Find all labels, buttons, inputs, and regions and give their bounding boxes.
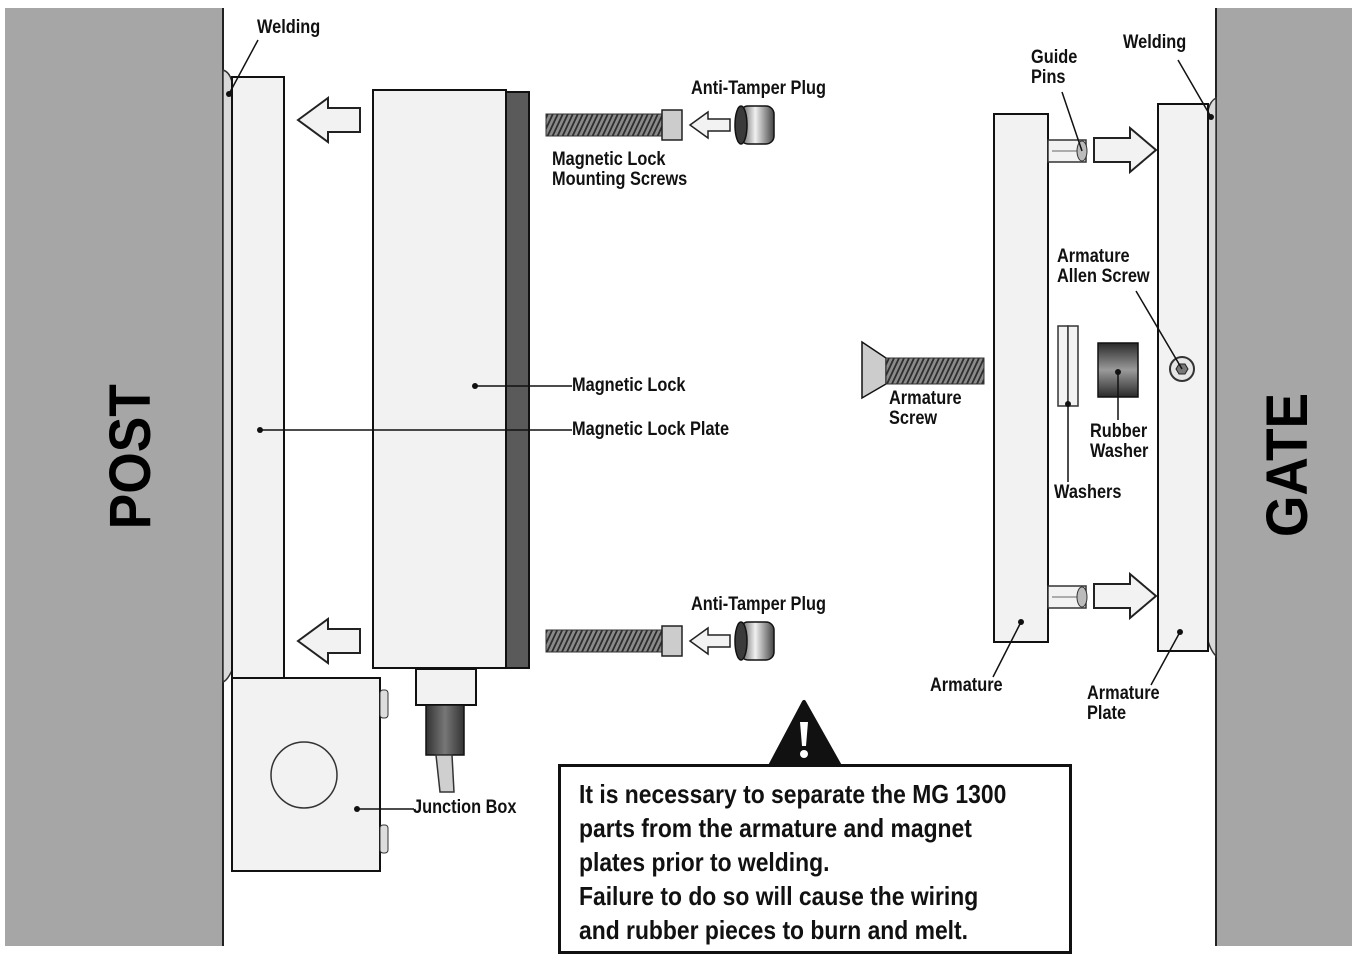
anti-tamper-plug-top [734,105,775,145]
gate-label: GATE [1255,392,1320,538]
warning-line: Failure to do so will cause the wiring [579,881,979,911]
arrow-right-top [1093,125,1158,175]
label-rubber-washer: Rubber Washer [1090,421,1149,462]
mounting-screw-bottom [545,629,663,653]
post-label: POST [98,384,163,530]
arrow-left-top [296,96,361,144]
anti-tamper-plug-bottom [734,621,775,661]
mounting-screw-top [545,113,663,137]
warning-line: and rubber pieces to burn and melt. [579,915,969,945]
label-armature-plate: Armature Plate [1087,683,1160,724]
magnetic-lock-body [372,89,507,669]
arrow-left-bottom [296,617,361,665]
label-armature: Armature [930,675,1003,696]
warning-icon [768,700,842,768]
gate-wall [1216,8,1352,946]
arrow-plug-top [688,110,731,140]
warning-line: It is necessary to separate the MG 1300 [579,779,1007,809]
magnetic-lock-plate [231,76,285,681]
magnetic-lock-face [505,91,530,669]
post-wall [5,8,223,946]
label-magnetic-lock: Magnetic Lock [572,375,686,396]
label-anti-tamper-bottom: Anti-Tamper Plug [691,594,826,615]
arrow-plug-bottom [688,626,731,656]
arrow-right-bottom [1093,571,1158,621]
cable-gland [425,704,465,756]
armature [993,113,1049,643]
armature-screw [861,340,985,400]
warning-line: plates prior to welding. [579,847,830,877]
label-armature-screw: Armature Screw [889,388,962,429]
label-washers: Washers [1054,482,1122,503]
warning-line: parts from the armature and magnet [579,813,972,843]
label-mounting-screws: Magnetic Lock Mounting Screws [552,149,688,190]
junction-box [231,677,381,872]
label-armature-allen-screw: Armature Allen Screw [1057,246,1150,287]
guide-pin-bottom [1047,585,1088,609]
label-junction-box: Junction Box [413,797,517,818]
guide-pin-top [1047,139,1088,163]
label-welding-left: Welding [257,17,321,38]
label-welding-right: Welding [1123,32,1187,53]
label-anti-tamper-top: Anti-Tamper Plug [691,78,826,99]
label-guide-pins: Guide Pins [1031,47,1078,88]
warning-box: It is necessary to separate the MG 1300 … [558,764,1072,954]
washers [1057,325,1079,407]
junction-box-knockout [270,741,338,809]
label-magnetic-lock-plate: Magnetic Lock Plate [572,419,730,440]
